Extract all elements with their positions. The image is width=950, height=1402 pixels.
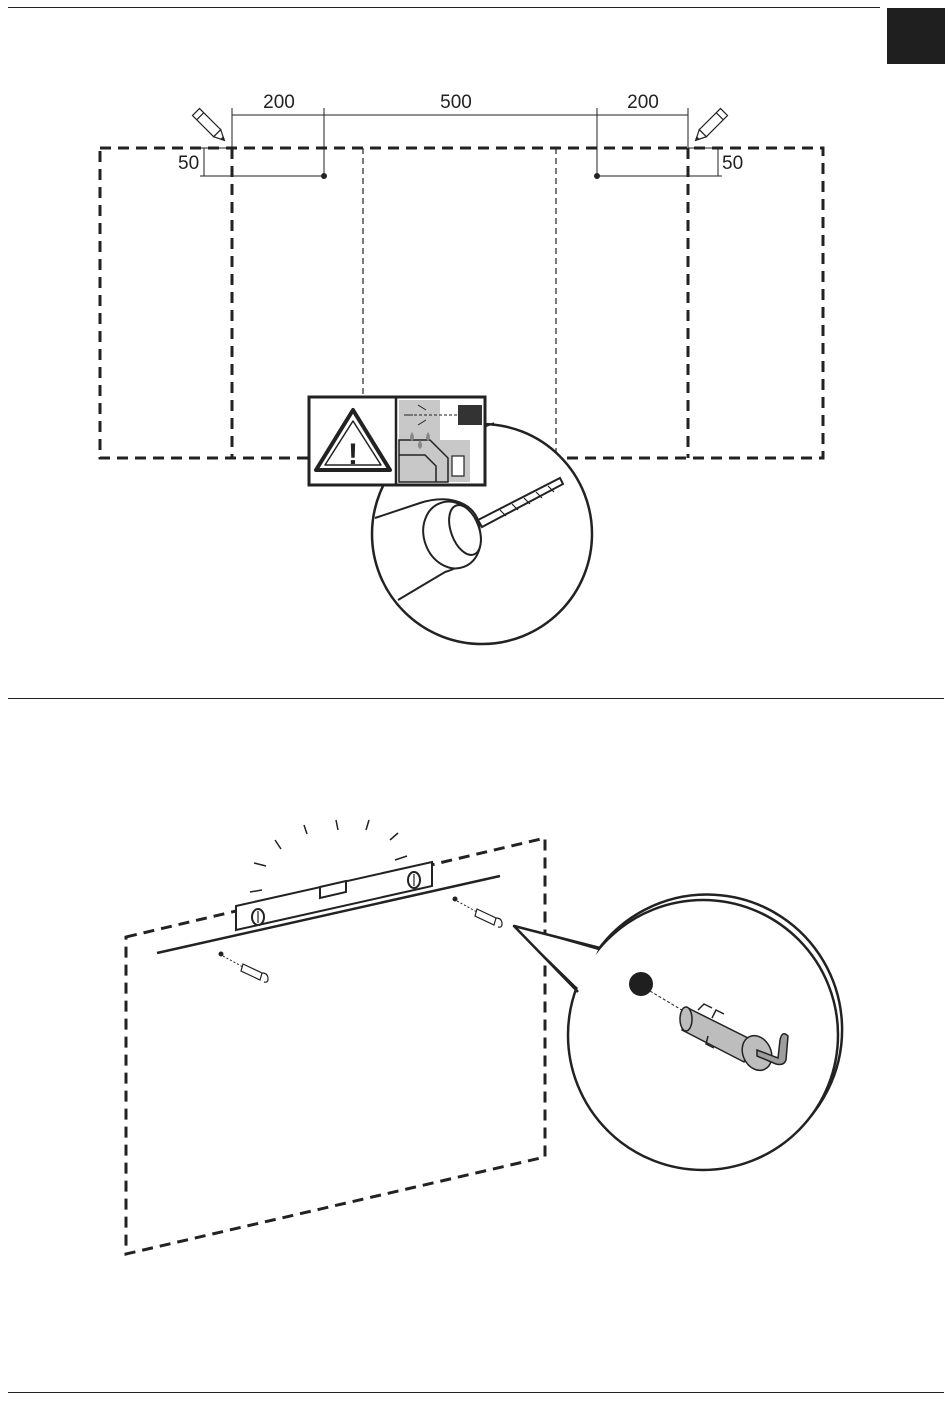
pencil-icon (692, 108, 727, 143)
warning-panel: ! (309, 397, 485, 485)
drill-mark-left (321, 173, 327, 179)
svg-text:!: ! (348, 438, 358, 471)
pencil-icon (192, 108, 227, 143)
wall-plug-icon (453, 897, 503, 928)
spirit-level-icon (236, 862, 432, 930)
dim-center-span: 500 (440, 92, 472, 113)
plug-detail-bubble (514, 895, 842, 1170)
dim-right-drop: 50 (722, 153, 743, 174)
dim-right-offset: 200 (627, 92, 659, 113)
dim-left-offset: 200 (263, 92, 295, 113)
hidden-pipes-icon (399, 400, 482, 482)
drill-mark-right (594, 173, 600, 179)
dim-left-drop: 50 (178, 153, 199, 174)
wall-plug-icon (219, 952, 269, 983)
